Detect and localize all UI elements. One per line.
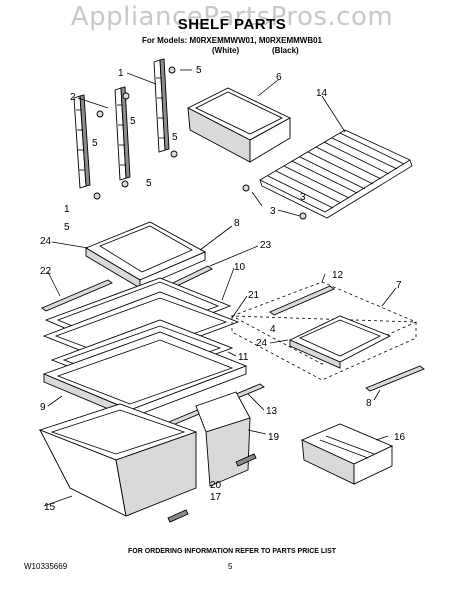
wire-shelf — [242, 129, 413, 220]
page-number: 5 — [228, 562, 233, 571]
callout-5-left: 5 — [92, 138, 98, 149]
meat-drawer — [300, 423, 394, 485]
color-white-label: (White) — [212, 46, 240, 55]
dashed-assembly-7 — [231, 281, 418, 381]
callout-23: 23 — [260, 240, 272, 251]
callout-6: 6 — [276, 72, 282, 83]
drawer-slides — [167, 453, 257, 523]
callout-7: 7 — [396, 280, 402, 291]
callout-8-top: 8 — [234, 218, 240, 229]
screws — [93, 66, 178, 200]
model-numbers: For Models: M0RXEMMWW01, M0RXEMMWB01 — [141, 36, 322, 45]
callout-20: 20 — [210, 480, 222, 491]
callout-15: 15 — [44, 502, 56, 513]
trim-strips-right — [269, 285, 425, 392]
deli-drawer — [187, 87, 291, 163]
shelf-rail-left — [73, 94, 91, 189]
callout-8-bottom: 8 — [366, 398, 372, 409]
callout-11: 11 — [238, 352, 249, 363]
ordering-note: FOR ORDERING INFORMATION REFER TO PARTS … — [127, 548, 337, 555]
callout-24-left: 24 — [40, 236, 52, 247]
callout-9: 9 — [40, 402, 46, 413]
crisper-cover-frame — [42, 331, 248, 419]
color-black-label: (Black) — [272, 46, 299, 55]
page-title: SHELF PARTS — [177, 16, 287, 33]
callout-2: 2 — [70, 92, 76, 103]
callout-1-bottom: 1 — [64, 204, 70, 215]
callout-4: 4 — [270, 324, 276, 335]
callout-5-lower: 5 — [146, 178, 152, 189]
callout-1-top: 1 — [118, 68, 124, 79]
callout-22: 22 — [40, 266, 52, 277]
callout-12: 12 — [332, 270, 344, 281]
callout-16: 16 — [394, 432, 406, 443]
callout-19: 19 — [268, 432, 280, 443]
leader-lines — [43, 69, 397, 507]
watermark: AppliancePartsPros.com — [70, 2, 394, 32]
crisper-drawer-left — [38, 403, 198, 517]
shelf-rail-mid — [114, 86, 131, 181]
callout-14: 14 — [316, 88, 328, 99]
document-number: W10335669 — [24, 562, 68, 571]
callout-5-right: 5 — [172, 132, 178, 143]
callout-5-mid: 5 — [130, 116, 136, 127]
callout-10: 10 — [234, 262, 246, 273]
callout-13: 13 — [266, 406, 278, 417]
callout-3-bottom: 3 — [300, 192, 306, 203]
callout-5-top: 5 — [196, 65, 202, 76]
shelf-rail-right — [153, 58, 170, 153]
callout-24-right: 24 — [256, 338, 268, 349]
callout-17: 17 — [210, 492, 222, 503]
callout-3-top: 3 — [270, 206, 276, 217]
callout-5-bottom: 5 — [64, 222, 70, 233]
crisper-drawer-right — [195, 391, 251, 487]
callout-21: 21 — [248, 290, 260, 301]
